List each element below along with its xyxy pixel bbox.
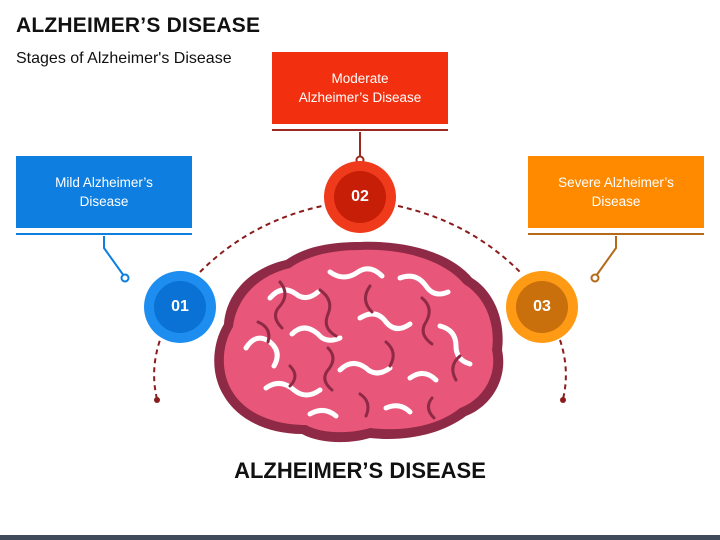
page-subtitle: Stages of Alzheimer's Disease (16, 50, 232, 67)
stage-label-severe: Severe Alzheimer’s Disease (558, 175, 674, 209)
stage-box-moderate: Moderate Alzheimer’s Disease (272, 52, 448, 124)
stage-underline-severe (528, 233, 704, 235)
stage-number-03: 03 (516, 281, 568, 333)
arc-left-lower (153, 339, 161, 400)
leader-dot-severe (590, 273, 600, 283)
center-title: ALZHEIMER’S DISEASE (234, 458, 486, 483)
stage-label-moderate: Moderate Alzheimer’s Disease (298, 71, 422, 105)
stage-box-severe: Severe Alzheimer’s Disease (528, 156, 704, 228)
page-title: ALZHEIMER’S DISEASE (16, 14, 261, 37)
leader-dot-mild (120, 273, 130, 283)
footer-bar (0, 535, 720, 540)
stage-label-mild: Mild Alzheimer’s Disease (55, 175, 153, 209)
brain-icon (214, 241, 504, 443)
stage-number-02: 02 (334, 171, 386, 223)
arc-end-dot-left (154, 397, 160, 403)
stage-underline-moderate (272, 129, 448, 131)
stage-underline-mild (16, 233, 192, 235)
arc-end-dot-right (560, 397, 566, 403)
stage-number-01: 01 (154, 281, 206, 333)
arc-right-lower (559, 339, 567, 400)
leader-line-severe (595, 236, 617, 277)
stage-circle-02: 02 (324, 161, 396, 233)
stage-circle-03: 03 (506, 271, 578, 343)
leader-line-mild (103, 236, 125, 277)
stage-box-mild: Mild Alzheimer’s Disease (16, 156, 192, 228)
stage-circle-01: 01 (144, 271, 216, 343)
